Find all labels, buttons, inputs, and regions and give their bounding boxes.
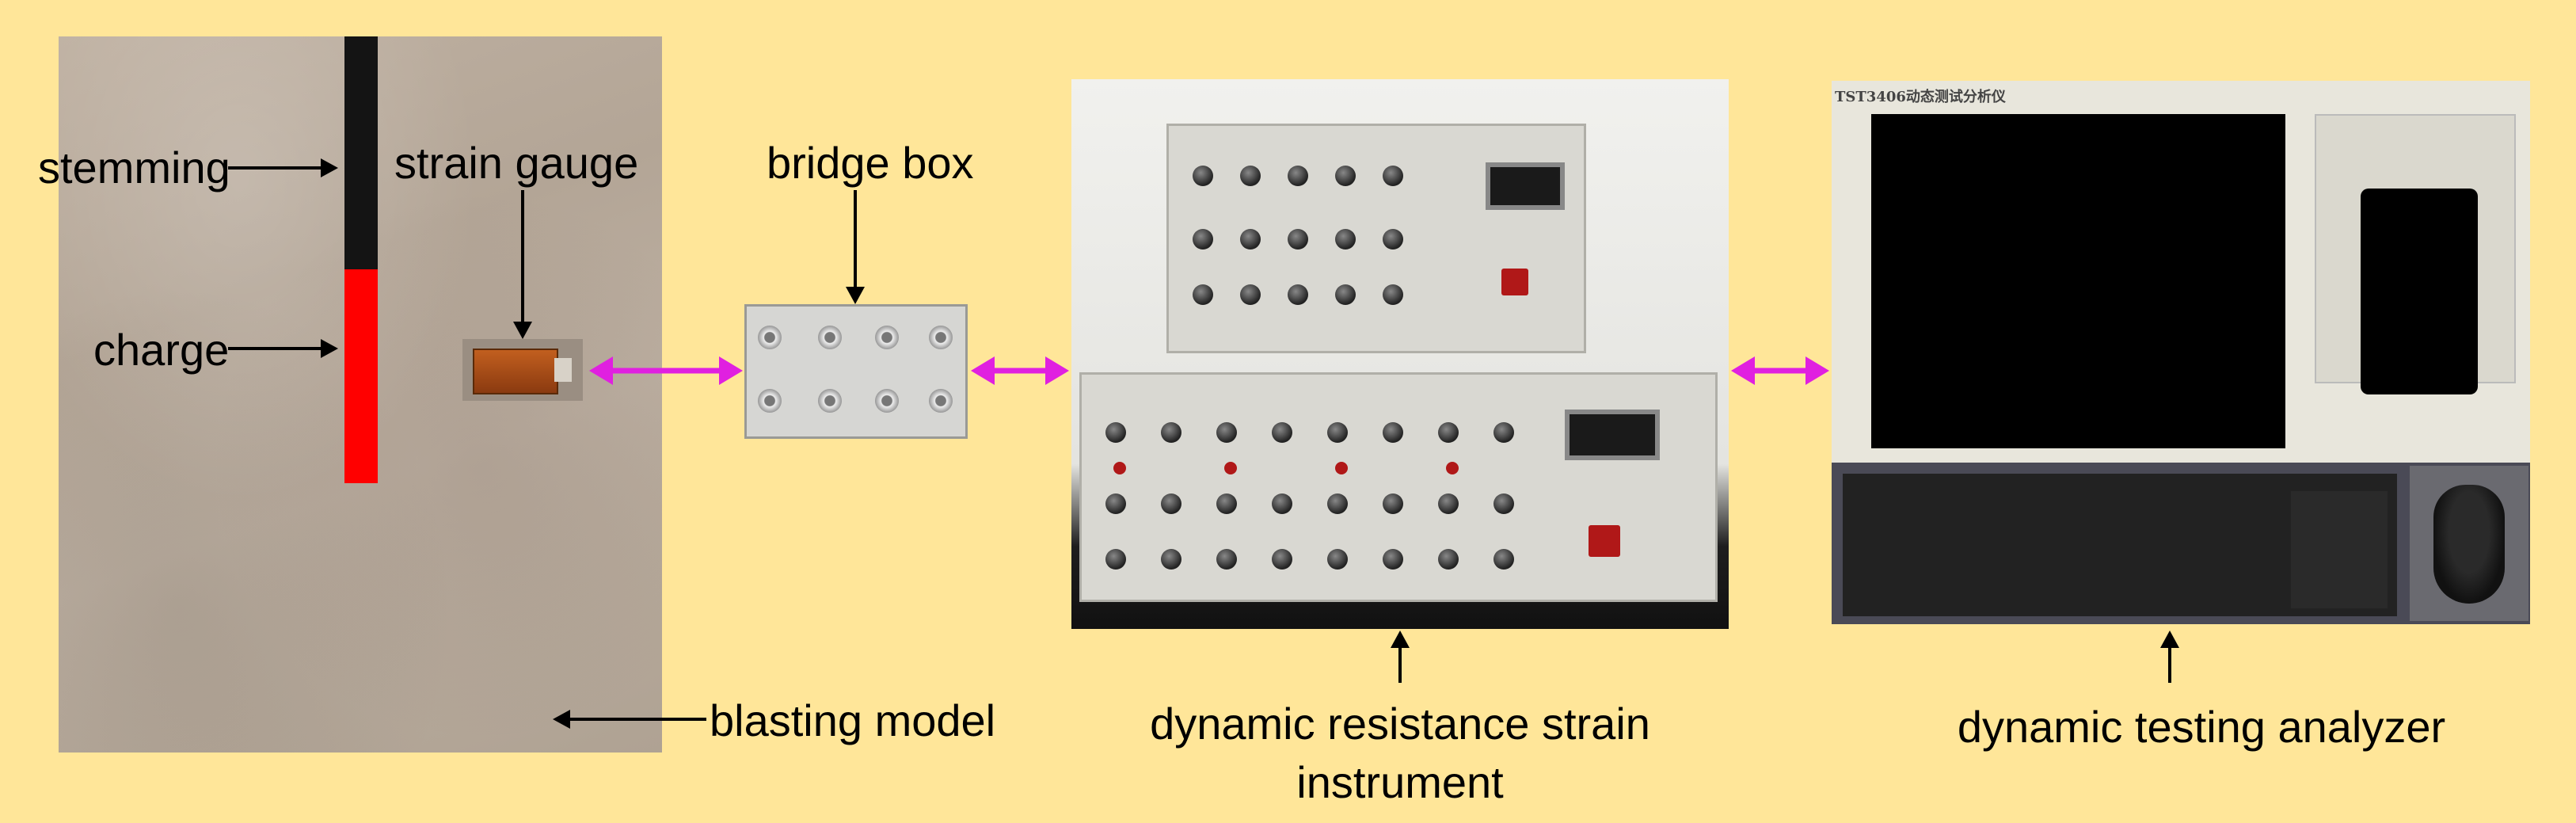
knob [1493, 549, 1514, 570]
lower-chassis [1079, 372, 1718, 602]
knob [1161, 493, 1181, 514]
stemming-pointer-arrow [228, 158, 338, 177]
mouse-icon [2433, 485, 2505, 604]
bridge-terminal [875, 389, 899, 413]
knob [1105, 549, 1126, 570]
lower-display [1565, 410, 1660, 460]
strain-instrument-pointer-arrow [1391, 631, 1410, 683]
knob [1335, 284, 1356, 305]
knob [1105, 493, 1126, 514]
knob [1288, 166, 1308, 186]
analyzer-screen [1871, 114, 2285, 448]
knob [1216, 422, 1237, 443]
knob [1493, 493, 1514, 514]
upper-display [1486, 162, 1565, 210]
knob [1272, 422, 1292, 443]
stemming-label: stemming [38, 143, 230, 192]
knob [1288, 284, 1308, 305]
strain-instrument-photo [1071, 79, 1729, 629]
knob [1272, 549, 1292, 570]
strain-gauge-label: strain gauge [394, 138, 639, 188]
knob [1193, 166, 1213, 186]
stemming-bar [344, 36, 378, 269]
knob [1240, 229, 1261, 250]
knob [1327, 422, 1348, 443]
red-indicator [1335, 462, 1348, 474]
knob [1383, 549, 1403, 570]
knob [1105, 422, 1126, 443]
knob [1438, 493, 1459, 514]
knob [1161, 422, 1181, 443]
knob [1493, 422, 1514, 443]
knob [1438, 549, 1459, 570]
knob [1272, 493, 1292, 514]
blasting-model-pointer-arrow [553, 710, 706, 729]
bridge-box-photo [744, 304, 968, 439]
bridge-terminal [758, 326, 782, 349]
strain-gauge-tabs [554, 358, 572, 382]
bridge-terminal [818, 389, 842, 413]
knob [1438, 422, 1459, 443]
numpad [2291, 491, 2388, 608]
testing-analyzer-label: dynamic testing analyzer [1957, 702, 2446, 752]
bridge-box-pointer-arrow [846, 190, 865, 304]
charge-label: charge [93, 325, 230, 375]
strain-instrument-label-line1: dynamic resistance strain [1150, 699, 1650, 749]
bridge-terminal [929, 326, 953, 349]
knob [1193, 284, 1213, 305]
knob [1335, 229, 1356, 250]
knob [1161, 549, 1181, 570]
power-button [1501, 269, 1528, 295]
knob [1327, 493, 1348, 514]
knob [1383, 422, 1403, 443]
knob [1335, 166, 1356, 186]
charge-bar [344, 269, 378, 483]
knob [1216, 549, 1237, 570]
strain-gauge-foil [473, 349, 558, 394]
bridge-box-label: bridge box [767, 138, 974, 188]
knob [1193, 229, 1213, 250]
analyzer-side-display [2361, 189, 2478, 394]
upper-chassis [1166, 124, 1586, 353]
bridge-terminal [818, 326, 842, 349]
knob [1383, 493, 1403, 514]
power-button [1589, 525, 1620, 557]
blasting-model-label: blasting model [710, 695, 996, 745]
knob [1288, 229, 1308, 250]
red-indicator [1113, 462, 1126, 474]
bridge-terminal [758, 389, 782, 413]
red-indicator [1224, 462, 1237, 474]
gauge-to-bridge-double-arrow [589, 356, 743, 385]
red-indicator [1446, 462, 1459, 474]
bridge-terminal [929, 389, 953, 413]
knob [1240, 166, 1261, 186]
bridge-terminal [875, 326, 899, 349]
bridge-to-instrument-double-arrow [971, 356, 1069, 385]
knob [1383, 166, 1403, 186]
instrument-to-analyzer-double-arrow [1731, 356, 1829, 385]
knob [1327, 549, 1348, 570]
knob [1240, 284, 1261, 305]
analyzer-pointer-arrow [2160, 631, 2179, 683]
knob [1383, 229, 1403, 250]
charge-pointer-arrow [228, 339, 338, 358]
knob [1216, 493, 1237, 514]
strain-instrument-label-line2: instrument [1296, 757, 1504, 807]
strain-gauge-pointer-arrow [513, 190, 532, 339]
knob [1383, 284, 1403, 305]
analyzer-title: TST3406动态测试分析仪 [1835, 89, 2006, 105]
